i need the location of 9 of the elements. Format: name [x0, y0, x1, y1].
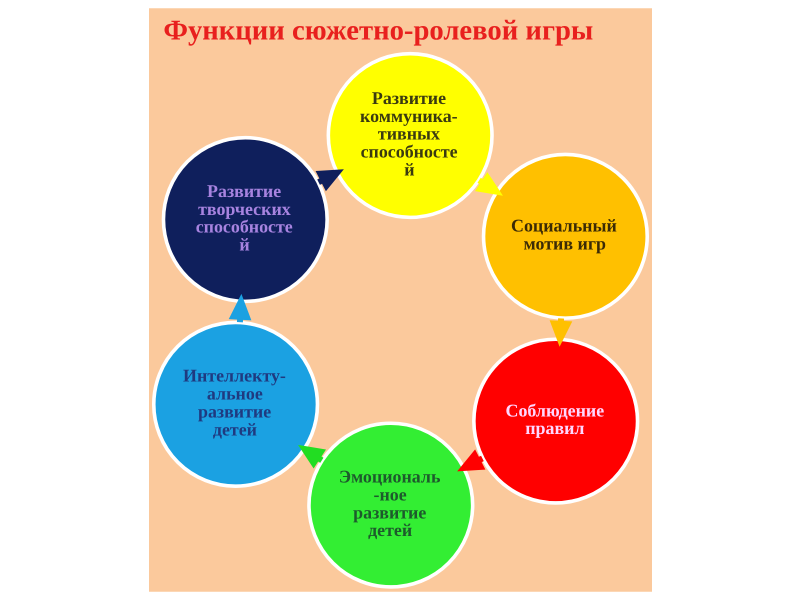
- diagram-title: Функции сюжетно-ролевой игры: [162, 14, 593, 47]
- node-circle: Интеллекту- альное развитие детей: [151, 320, 319, 488]
- node-circle: Развитие творческих способносте й: [161, 136, 328, 304]
- node-circle: Соблюдение правил: [472, 337, 639, 505]
- arrow: [474, 172, 502, 196]
- node-circle: Развитие коммуника- тивных способносте й: [326, 52, 494, 220]
- node-circle: Социальный мотив игр: [481, 152, 649, 320]
- node-circle: Эмоциональ -ное развитие детей: [306, 421, 474, 589]
- arrow: [298, 444, 326, 469]
